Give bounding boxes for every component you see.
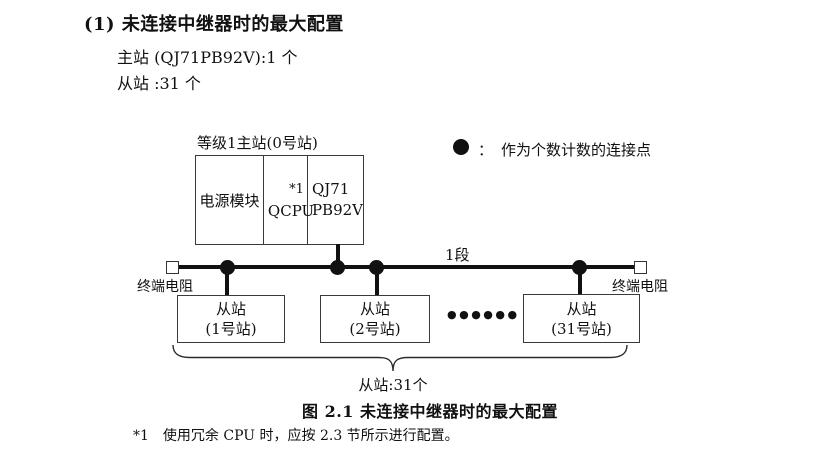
legend-text: ： 作为个数计数的连接点 xyxy=(478,139,651,160)
brace-icon xyxy=(172,344,628,372)
slave2-drop-line xyxy=(375,268,379,295)
section-heading: (1) 未连接中继器时的最大配置 xyxy=(84,14,344,35)
plc-rack: 电源模块 *1 QCPU QJ71 PB92V xyxy=(195,155,364,245)
slave-name: 从站 xyxy=(359,300,390,318)
pb-module-label-line1: QJ71 xyxy=(311,180,350,198)
legend-separator: ： xyxy=(478,141,494,159)
slave1-drop-line xyxy=(225,268,229,295)
slave-station-box: 从站 (2号站) xyxy=(320,295,430,343)
footnote-text: 使用冗余 CPU 时，应按 2.3 节所示进行配置。 xyxy=(162,428,459,444)
slave-station-box: 从站 (1号站) xyxy=(177,295,285,343)
slave-count-label: 从站:31个 xyxy=(358,376,428,394)
slave31-drop-line xyxy=(578,268,582,294)
ellipsis-dots-icon: ●●●●●● xyxy=(447,308,520,321)
slave-station-number: (2号站) xyxy=(349,320,401,338)
slave-name: 从站 xyxy=(566,299,597,318)
legend-label: 作为个数计数的连接点 xyxy=(501,141,652,159)
power-module-cell: 电源模块 xyxy=(196,156,264,244)
master-station-label: 等级1主站(0号站) xyxy=(197,134,318,152)
connection-point-icon xyxy=(369,260,384,275)
footnote: *1 使用冗余 CPU 时，应按 2.3 节所示进行配置。 xyxy=(133,425,459,445)
connection-point-icon xyxy=(453,139,469,155)
power-module-label: 电源模块 xyxy=(199,191,260,210)
cpu-module-cell: *1 QCPU xyxy=(264,156,314,244)
connection-point-icon xyxy=(330,260,345,275)
footnote-marker: *1 xyxy=(133,428,149,444)
left-terminator-label: 终端电阻 xyxy=(137,279,193,295)
left-terminator-icon xyxy=(166,261,179,274)
slave-station-count-line: 从站 :31 个 xyxy=(117,74,201,93)
connection-point-icon xyxy=(220,260,235,275)
master-station-count-line: 主站 (QJ71PB92V):1 个 xyxy=(117,48,298,67)
cpu-module-label: QCPU xyxy=(267,202,315,220)
pb-module-cell: QJ71 PB92V xyxy=(308,156,363,244)
connection-point-icon xyxy=(572,260,587,275)
figure-caption: 图 2.1 未连接中继器时的最大配置 xyxy=(302,402,558,421)
slave-name: 从站 xyxy=(215,300,246,318)
bus-line xyxy=(177,265,635,269)
cpu-footnote-ref: *1 xyxy=(289,182,304,197)
master-drop-line xyxy=(336,244,340,266)
right-terminator-label: 终端电阻 xyxy=(612,279,668,295)
right-terminator-icon xyxy=(634,261,647,274)
slave-station-box: 从站 (31号站) xyxy=(523,294,640,343)
segment-label: 1段 xyxy=(445,246,470,264)
slave-station-number: (31号站) xyxy=(551,319,612,338)
slave-station-number: (1号站) xyxy=(205,320,257,338)
pb-module-label-line2: PB92V xyxy=(311,201,363,219)
